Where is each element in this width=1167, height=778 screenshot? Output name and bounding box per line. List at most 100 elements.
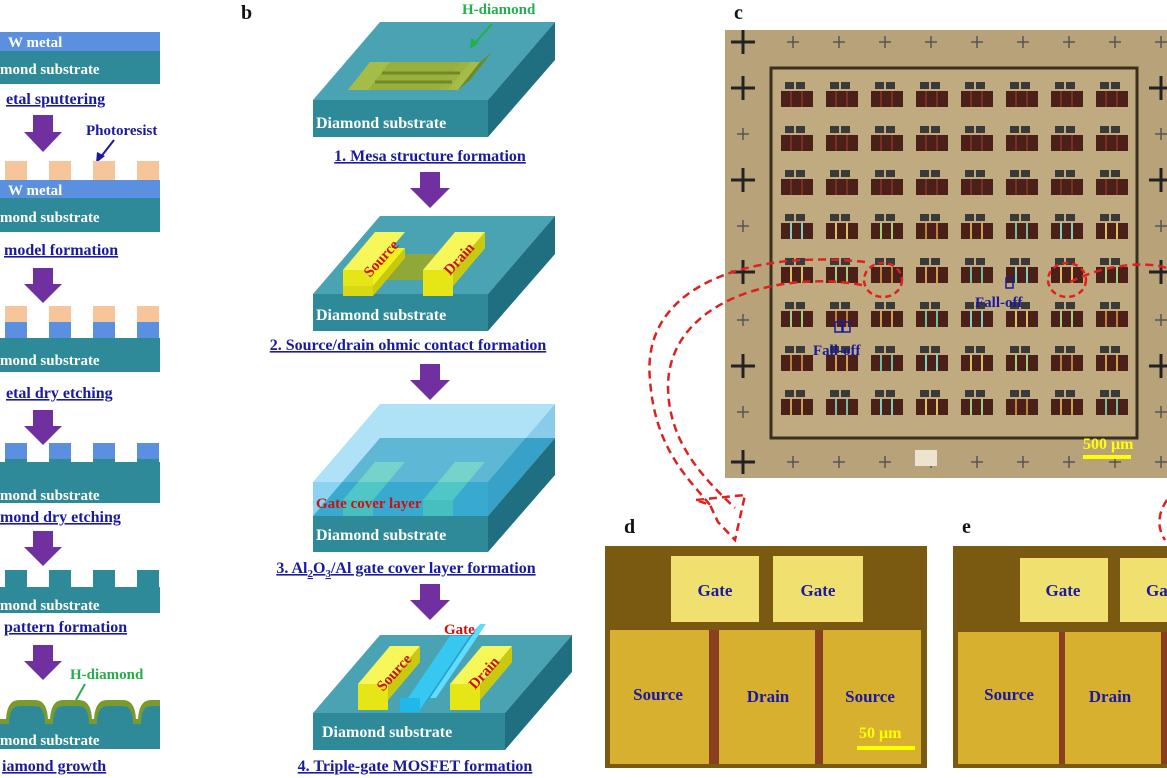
b-arrow-1 [410, 172, 450, 208]
alignment-cross [879, 36, 891, 48]
device-cell [916, 170, 948, 195]
b4-caption: 4. Triple-gate MOSFET formation [298, 758, 533, 775]
device-cell [1051, 390, 1083, 415]
b2-caption: 2. Source/drain ohmic contact formation [270, 337, 547, 354]
device-cell [961, 258, 993, 283]
a2-caption: model formation [4, 242, 118, 259]
alignment-cross [833, 36, 845, 48]
device-cell [961, 170, 993, 195]
d-drain-label: Drain [747, 687, 790, 706]
device-cell [961, 126, 993, 151]
alignment-cross [1063, 36, 1075, 48]
d-source-pad [610, 630, 709, 764]
a6-substrate [0, 706, 160, 749]
alignment-cross [1155, 314, 1167, 326]
panel-c-letter: c [734, 2, 743, 24]
b3-block [313, 404, 555, 552]
c-debris [915, 450, 937, 466]
b1-caption: 1. Mesa structure formation [334, 148, 526, 165]
b1-hdiamond-label: H-diamond [462, 2, 536, 18]
c-chip-border [769, 66, 1139, 440]
d-source-pad-2 [823, 630, 921, 764]
e-drain-pad [1065, 632, 1161, 764]
e-gate-label-1: Gate [1046, 581, 1081, 600]
e-channel-2 [1161, 632, 1167, 764]
alignment-cross [731, 168, 755, 192]
a5-substrate [0, 570, 160, 613]
d-channel-1 [709, 630, 719, 764]
device-cell [781, 214, 813, 239]
device-cell [916, 126, 948, 151]
alignment-cross [737, 220, 749, 232]
a3-substrate-label: mond substrate [0, 353, 100, 369]
device-cell [1051, 346, 1083, 371]
a4-substrate-label: mond substrate [0, 488, 100, 504]
a-arrow-1 [24, 115, 62, 152]
b4-substrate-label: Diamond substrate [322, 724, 452, 741]
alignment-cross [1149, 354, 1167, 378]
device-cell [1006, 346, 1038, 371]
alignment-cross [787, 36, 799, 48]
b1-substrate-label: Diamond substrate [316, 115, 446, 132]
a2-resist-2 [49, 161, 71, 180]
device-cell [781, 82, 813, 107]
e-drain-label: Drain [1089, 687, 1132, 706]
alignment-cross [1155, 128, 1167, 140]
device-cell [1006, 82, 1038, 107]
alignment-cross [1109, 36, 1121, 48]
b1-hdiamond-pointer [473, 23, 493, 45]
e-source-pad [958, 632, 1059, 764]
d-scale-label: 50 μm [859, 725, 902, 742]
alignment-cross [1149, 168, 1167, 192]
a2-substrate-label: mond substrate [0, 210, 100, 226]
panel-c: Fall-off Fall-off 500 μm [725, 30, 1167, 478]
alignment-cross [731, 76, 755, 100]
a-arrow-3 [24, 410, 62, 445]
b4-block [313, 624, 572, 750]
device-cell [1096, 82, 1128, 107]
c-scale-label: 500 μm [1083, 436, 1134, 453]
device-cell [1006, 258, 1038, 283]
c-falloff-box-3 [1005, 277, 1014, 289]
a4-substrate [0, 443, 160, 503]
b1-block [313, 22, 555, 137]
e-gate-label-2: Ga [1146, 581, 1167, 600]
a2-resist-3 [93, 161, 115, 180]
a1-caption: etal sputtering [6, 91, 105, 108]
device-cell [1096, 346, 1128, 371]
a6-substrate-label: mond substrate [0, 733, 100, 749]
a6-hdiamond-pointer [75, 683, 86, 701]
device-cell [916, 214, 948, 239]
panel-e-letter: e [962, 516, 971, 538]
device-cell [781, 126, 813, 151]
alignment-cross [1063, 456, 1075, 468]
a4-metal-caps [5, 443, 159, 459]
c-device-array [781, 82, 1128, 415]
device-cell [1051, 302, 1083, 327]
c-falloff-label-2: Fall-off [975, 295, 1023, 311]
device-cell [826, 170, 858, 195]
device-cell [871, 214, 903, 239]
d-source-label-2: Source [845, 687, 895, 706]
a2-metal-layer [0, 180, 160, 198]
a3-substrate [0, 338, 160, 372]
b2-block [313, 216, 555, 331]
b3-gate-cover-label: Gate cover layer [316, 496, 422, 512]
a5-substrate-label: mond substrate [0, 598, 100, 614]
device-cell [961, 82, 993, 107]
e-source-label: Source [984, 685, 1034, 704]
device-cell [826, 82, 858, 107]
d-gate-pad-1 [671, 556, 759, 622]
alignment-cross [1017, 456, 1029, 468]
device-cell [1051, 214, 1083, 239]
device-cell [871, 82, 903, 107]
device-cell [871, 126, 903, 151]
a2-substrate [0, 198, 160, 232]
b-arrow-2 [410, 364, 450, 400]
c-falloff-label-1: Fall-off [813, 343, 861, 359]
a3-blocks [5, 306, 159, 338]
device-cell [871, 302, 903, 327]
device-cell [1096, 302, 1128, 327]
a1-metal-layer [0, 32, 160, 51]
d-drain-pad [719, 630, 815, 764]
